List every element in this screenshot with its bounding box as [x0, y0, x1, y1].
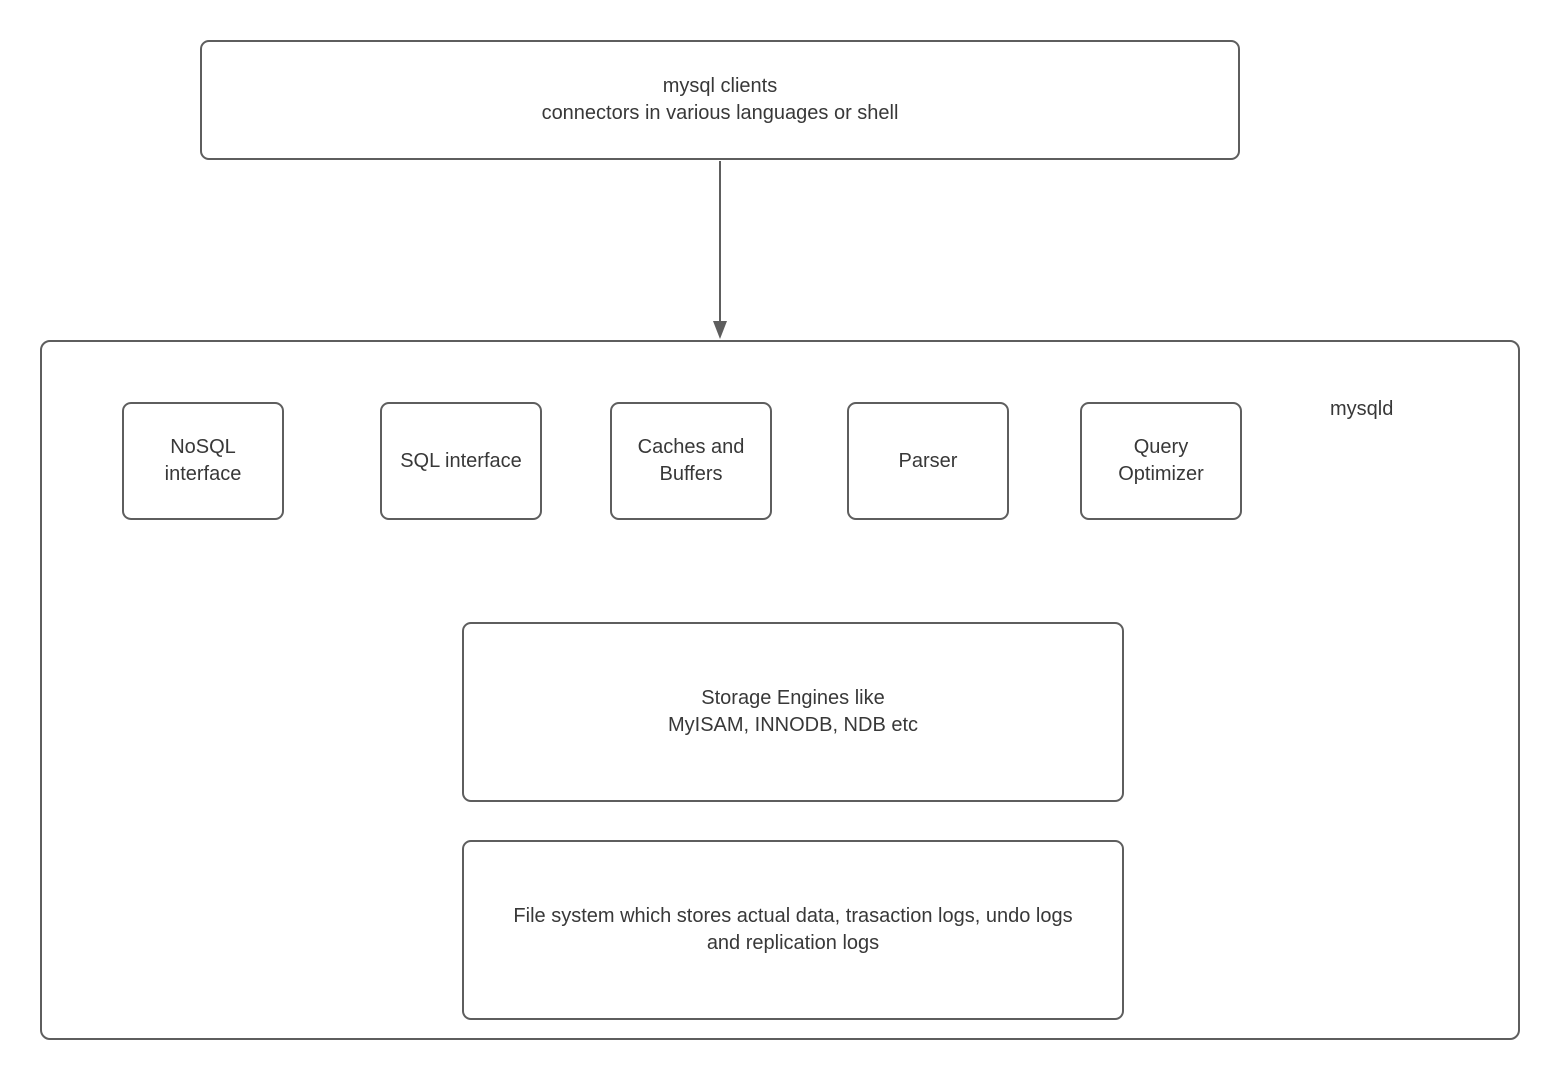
component-box-caches-and-buffers: Caches and Buffers	[610, 402, 772, 520]
parser-label: Parser	[898, 449, 958, 472]
sql-interface-label: SQL interface	[400, 449, 522, 472]
component-box-nosql-interface: NoSQL interface	[122, 402, 284, 520]
mysql-clients-label: mysql clients connectors in various lang…	[541, 75, 899, 124]
clients-to-mysqld-arrow	[713, 161, 727, 339]
mysql-clients-box: mysql clients connectors in various lang…	[200, 40, 1240, 160]
storage-engines-label: Storage Engines like MyISAM, INNODB, NDB…	[667, 687, 919, 736]
nosql-interface-label: NoSQL interface	[164, 436, 242, 485]
mysqld-label: mysqld	[1330, 398, 1394, 420]
mysqld-container-box: mysqld NoSQL interface SQL interface Cac…	[40, 340, 1520, 1040]
component-box-parser: Parser	[847, 402, 1009, 520]
caches-and-buffers-label: Caches and Buffers	[637, 436, 745, 485]
component-box-sql-interface: SQL interface	[380, 402, 542, 520]
file-system-label: File system which stores actual data, tr…	[513, 905, 1073, 954]
query-optimizer-label: Query Optimizer	[1118, 436, 1204, 485]
component-box-query-optimizer: Query Optimizer	[1080, 402, 1242, 520]
storage-engines-box: Storage Engines like MyISAM, INNODB, NDB…	[462, 622, 1124, 802]
file-system-box: File system which stores actual data, tr…	[462, 840, 1124, 1020]
